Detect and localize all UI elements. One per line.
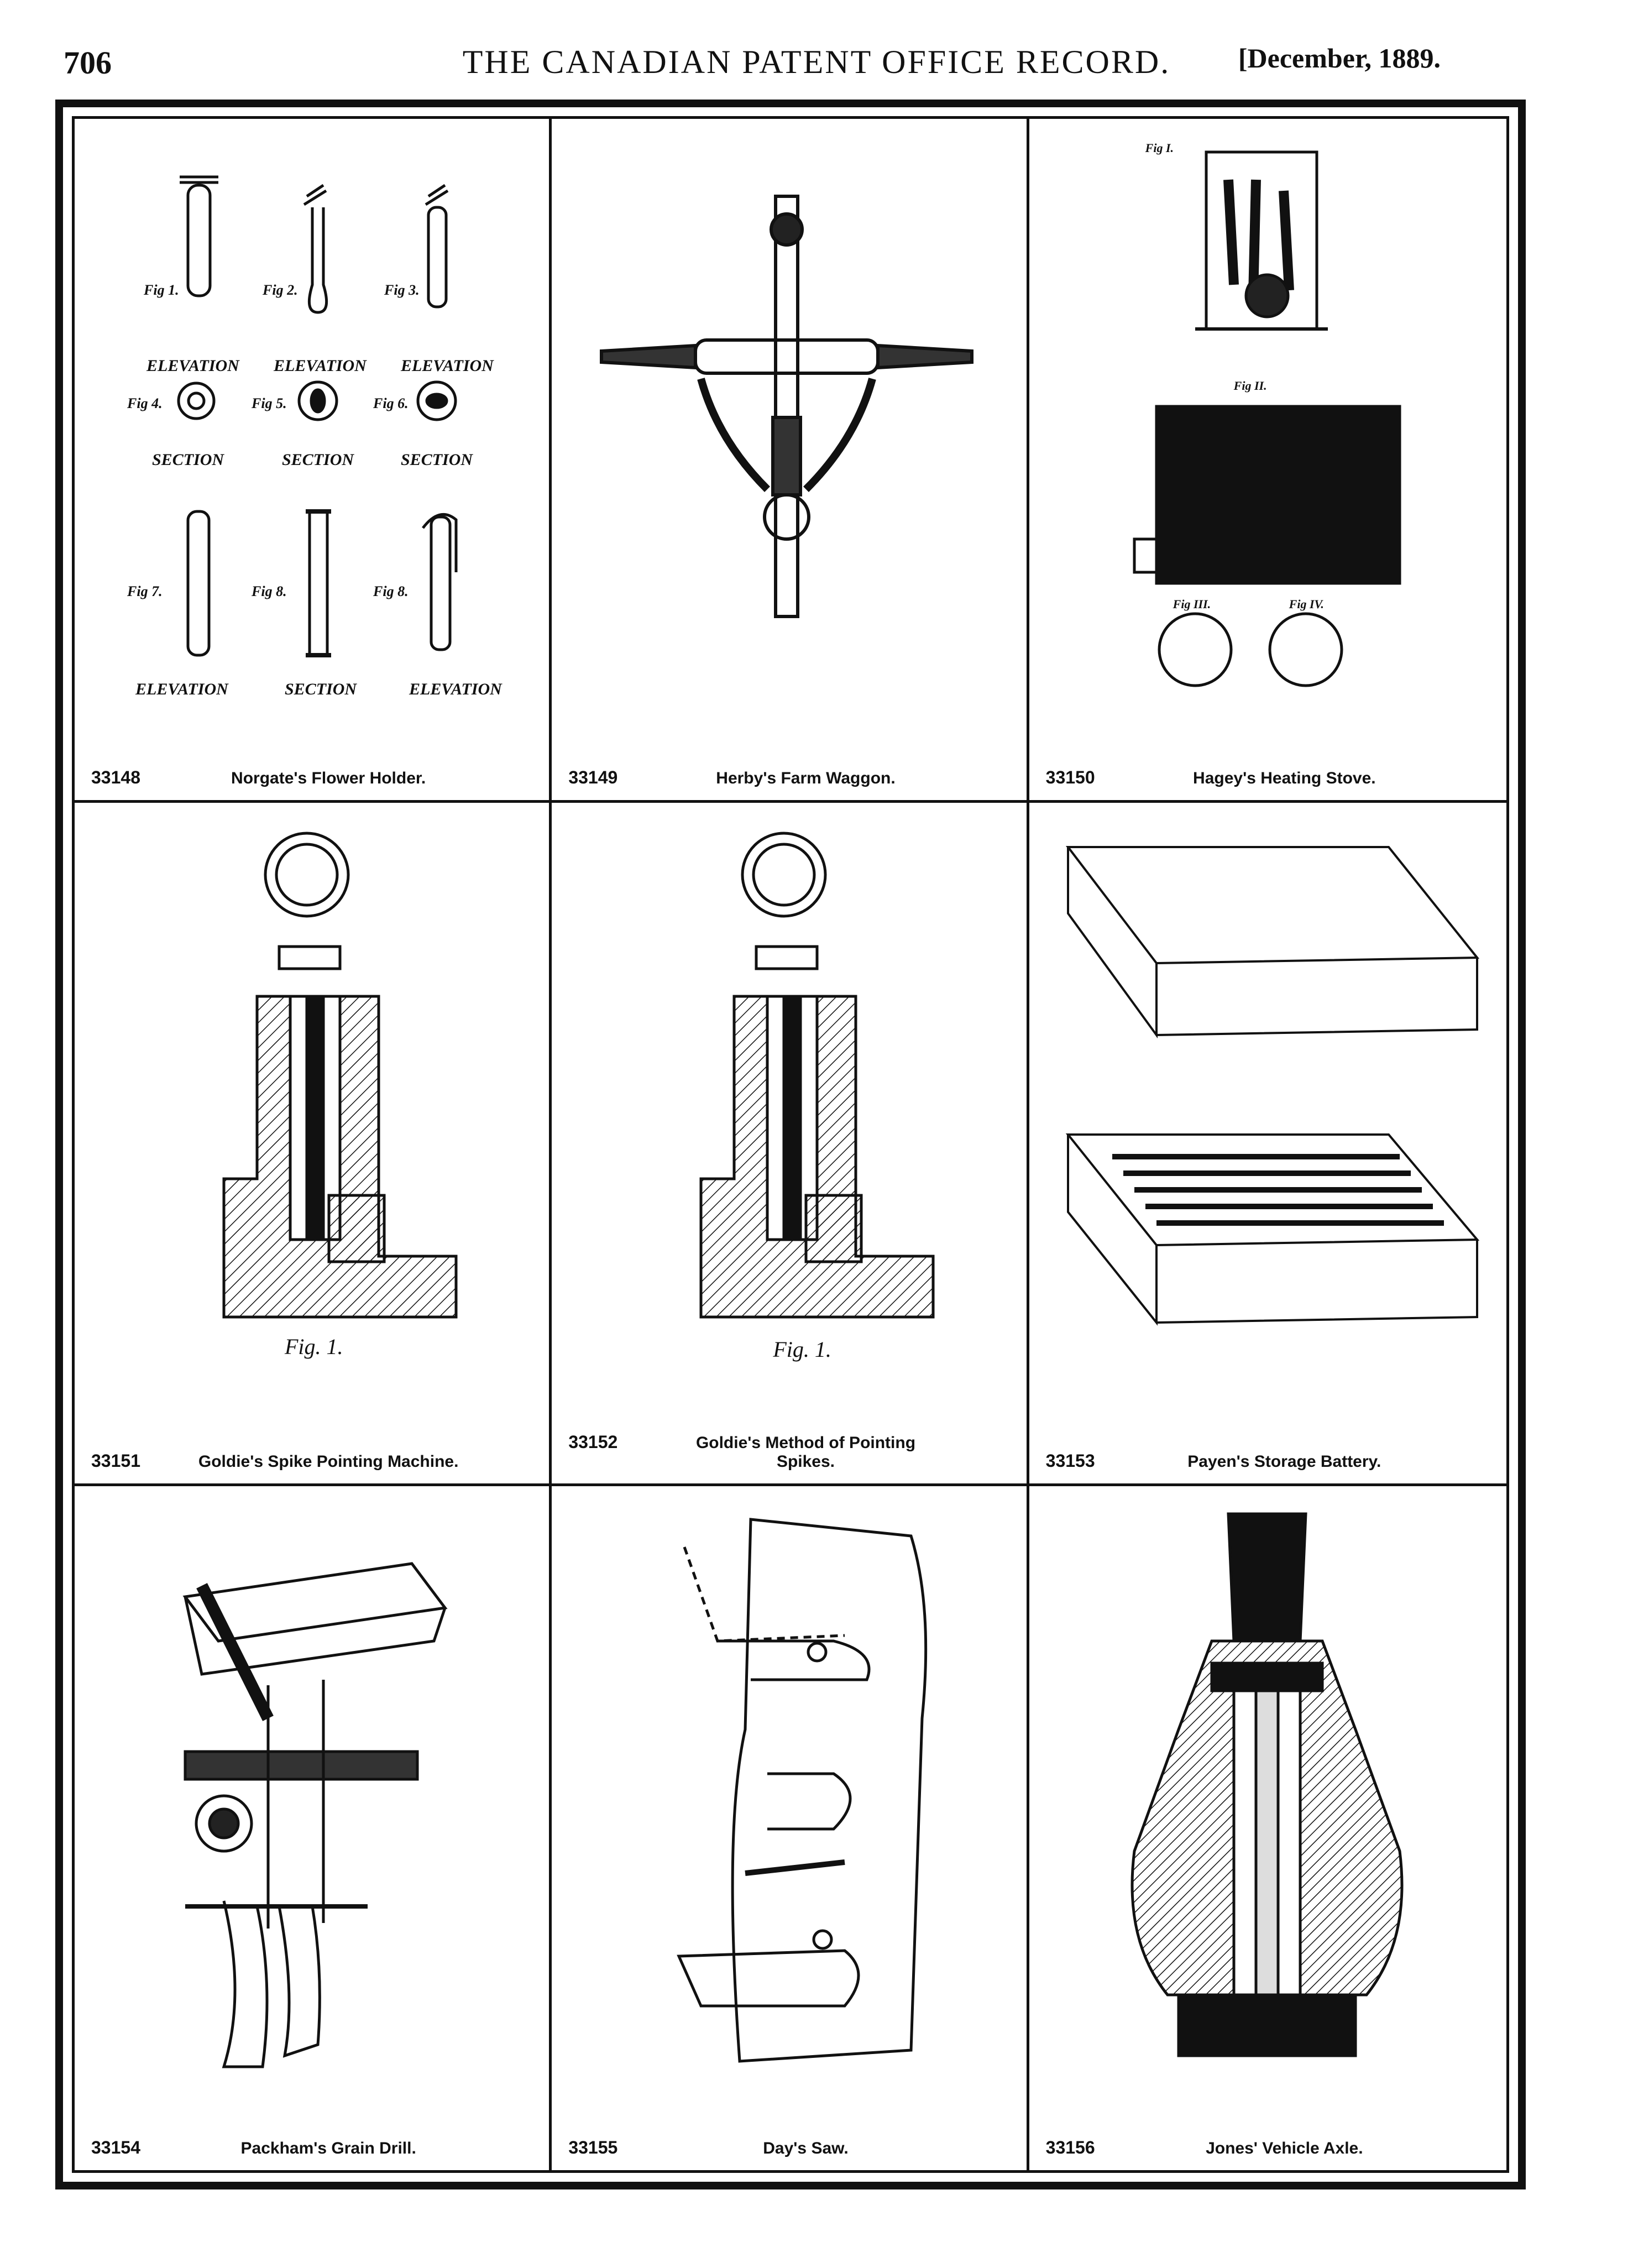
section-label: SECTION — [285, 680, 357, 698]
fig-label: Fig III. — [1173, 597, 1211, 611]
fig-label: Fig IV. — [1289, 597, 1324, 611]
elevation-label: ELEVATION — [146, 357, 239, 375]
patent-cell-33151: Fig. 1. 33151 Goldie's Spike Pointing Ma… — [75, 802, 552, 1487]
patent-title: Packham's Grain Drill. — [240, 2139, 416, 2157]
elevation-label: ELEVATION — [135, 680, 228, 698]
section-label: SECTION — [152, 451, 224, 469]
fig-label: Fig 7. — [127, 583, 163, 599]
patent-grid: Fig 1. Fig 2. Fig 3. ELEVATION ELEVATION… — [75, 119, 1506, 2170]
patent-caption: 33150 Hagey's Heating Stove. — [1046, 767, 1490, 788]
patent-title: Jones' Vehicle Axle. — [1206, 2139, 1363, 2157]
elevation-label: ELEVATION — [401, 357, 494, 375]
fig-label: Fig I. — [1145, 141, 1174, 155]
patent-caption: 33149 Herby's Farm Waggon. — [568, 767, 1009, 788]
patent-number: 33149 — [568, 767, 618, 787]
patent-cell-33155: 33155 Day's Saw. — [552, 1486, 1029, 2170]
patent-caption: 33152 Goldie's Method of Pointing Spikes… — [568, 1432, 1009, 1471]
patent-number: 33153 — [1045, 1451, 1095, 1471]
elevation-label: ELEVATION — [274, 357, 367, 375]
fig-label: Fig 4. — [127, 395, 163, 411]
patent-cell-33153: 33153 Payen's Storage Battery. — [1029, 803, 1506, 1487]
patent-cell-33156: 33156 Jones' Vehicle Axle. — [1029, 1486, 1506, 2170]
grain-drill-drawing — [182, 1562, 448, 2068]
patent-caption: 33153 Payen's Storage Battery. — [1046, 1451, 1490, 1471]
fig-label: Fig 6. — [373, 395, 409, 411]
patent-title: Hagey's Heating Stove. — [1193, 769, 1376, 787]
spike-machine-drawing — [222, 832, 458, 1319]
patent-title: Norgate's Flower Holder. — [231, 769, 426, 787]
patent-cell-33148: Fig 1. Fig 2. Fig 3. ELEVATION ELEVATION… — [75, 119, 552, 803]
page-number: 706 — [64, 45, 112, 81]
patent-cell-33150: Fig I. Fig II. Fig III. Fig IV. 33150 Ha… — [1029, 119, 1506, 803]
patent-caption: 33155 Day's Saw. — [568, 2138, 1009, 2158]
patent-number: 33156 — [1045, 2137, 1095, 2157]
page-frame-inner — [72, 116, 1509, 2173]
patent-cell-33154: 33154 Packham's Grain Drill. — [75, 1486, 552, 2170]
patent-number: 33155 — [568, 2137, 618, 2157]
section-label: SECTION — [401, 451, 473, 469]
patent-title: Herby's Farm Waggon. — [716, 769, 896, 787]
patent-title: Goldie's Spike Pointing Machine. — [198, 1452, 459, 1471]
farm-waggon-drawing — [600, 195, 974, 618]
patent-caption: 33151 Goldie's Spike Pointing Machine. — [91, 1451, 532, 1471]
fig-label: Fig 8. — [373, 583, 409, 599]
page-frame-outer — [55, 100, 1526, 2189]
fig-label: Fig 5. — [252, 395, 287, 411]
patent-title: Day's Saw. — [763, 2139, 849, 2157]
saw-drawing — [677, 1518, 928, 2063]
elevation-label: ELEVATION — [409, 680, 502, 698]
patent-cell-33152: Fig. 1. 33152 Goldie's Method of Pointin… — [552, 802, 1029, 1487]
patent-title: Payen's Storage Battery. — [1187, 1452, 1381, 1471]
patent-number: 33154 — [91, 2137, 140, 2157]
spike-method-drawing — [699, 832, 935, 1319]
fig-label: Fig. 1. — [773, 1336, 831, 1362]
patent-title: Goldie's Method of Pointing Spikes. — [695, 1434, 916, 1471]
patent-number: 33152 — [568, 1432, 618, 1452]
fig-label: Fig II. — [1233, 379, 1267, 393]
storage-battery-drawing — [1065, 845, 1479, 1326]
fig-label: Fig. 1. — [285, 1334, 343, 1359]
patent-caption: 33156 Jones' Vehicle Axle. — [1046, 2138, 1490, 2158]
flower-holder-drawing — [177, 175, 458, 657]
fig-label: Fig 8. — [252, 583, 287, 599]
vehicle-axle-drawing — [1130, 1512, 1404, 2057]
heating-stove-drawing — [1133, 150, 1401, 687]
fig-label: Fig 2. — [263, 282, 298, 298]
patent-cell-33149: 33149 Herby's Farm Waggon. — [552, 119, 1029, 803]
fig-label: Fig 3. — [384, 282, 420, 298]
patent-caption: 33148 Norgate's Flower Holder. — [91, 767, 532, 788]
journal-title: THE CANADIAN PATENT OFFICE RECORD. — [462, 44, 1171, 80]
patent-caption: 33154 Packham's Grain Drill. — [91, 2138, 532, 2158]
section-label: SECTION — [282, 451, 354, 469]
patent-number: 33150 — [1045, 767, 1095, 787]
patent-number: 33148 — [91, 767, 140, 787]
patent-number: 33151 — [91, 1451, 140, 1471]
fig-label: Fig 1. — [144, 282, 179, 298]
issue-date: [December, 1889. — [1238, 43, 1441, 74]
